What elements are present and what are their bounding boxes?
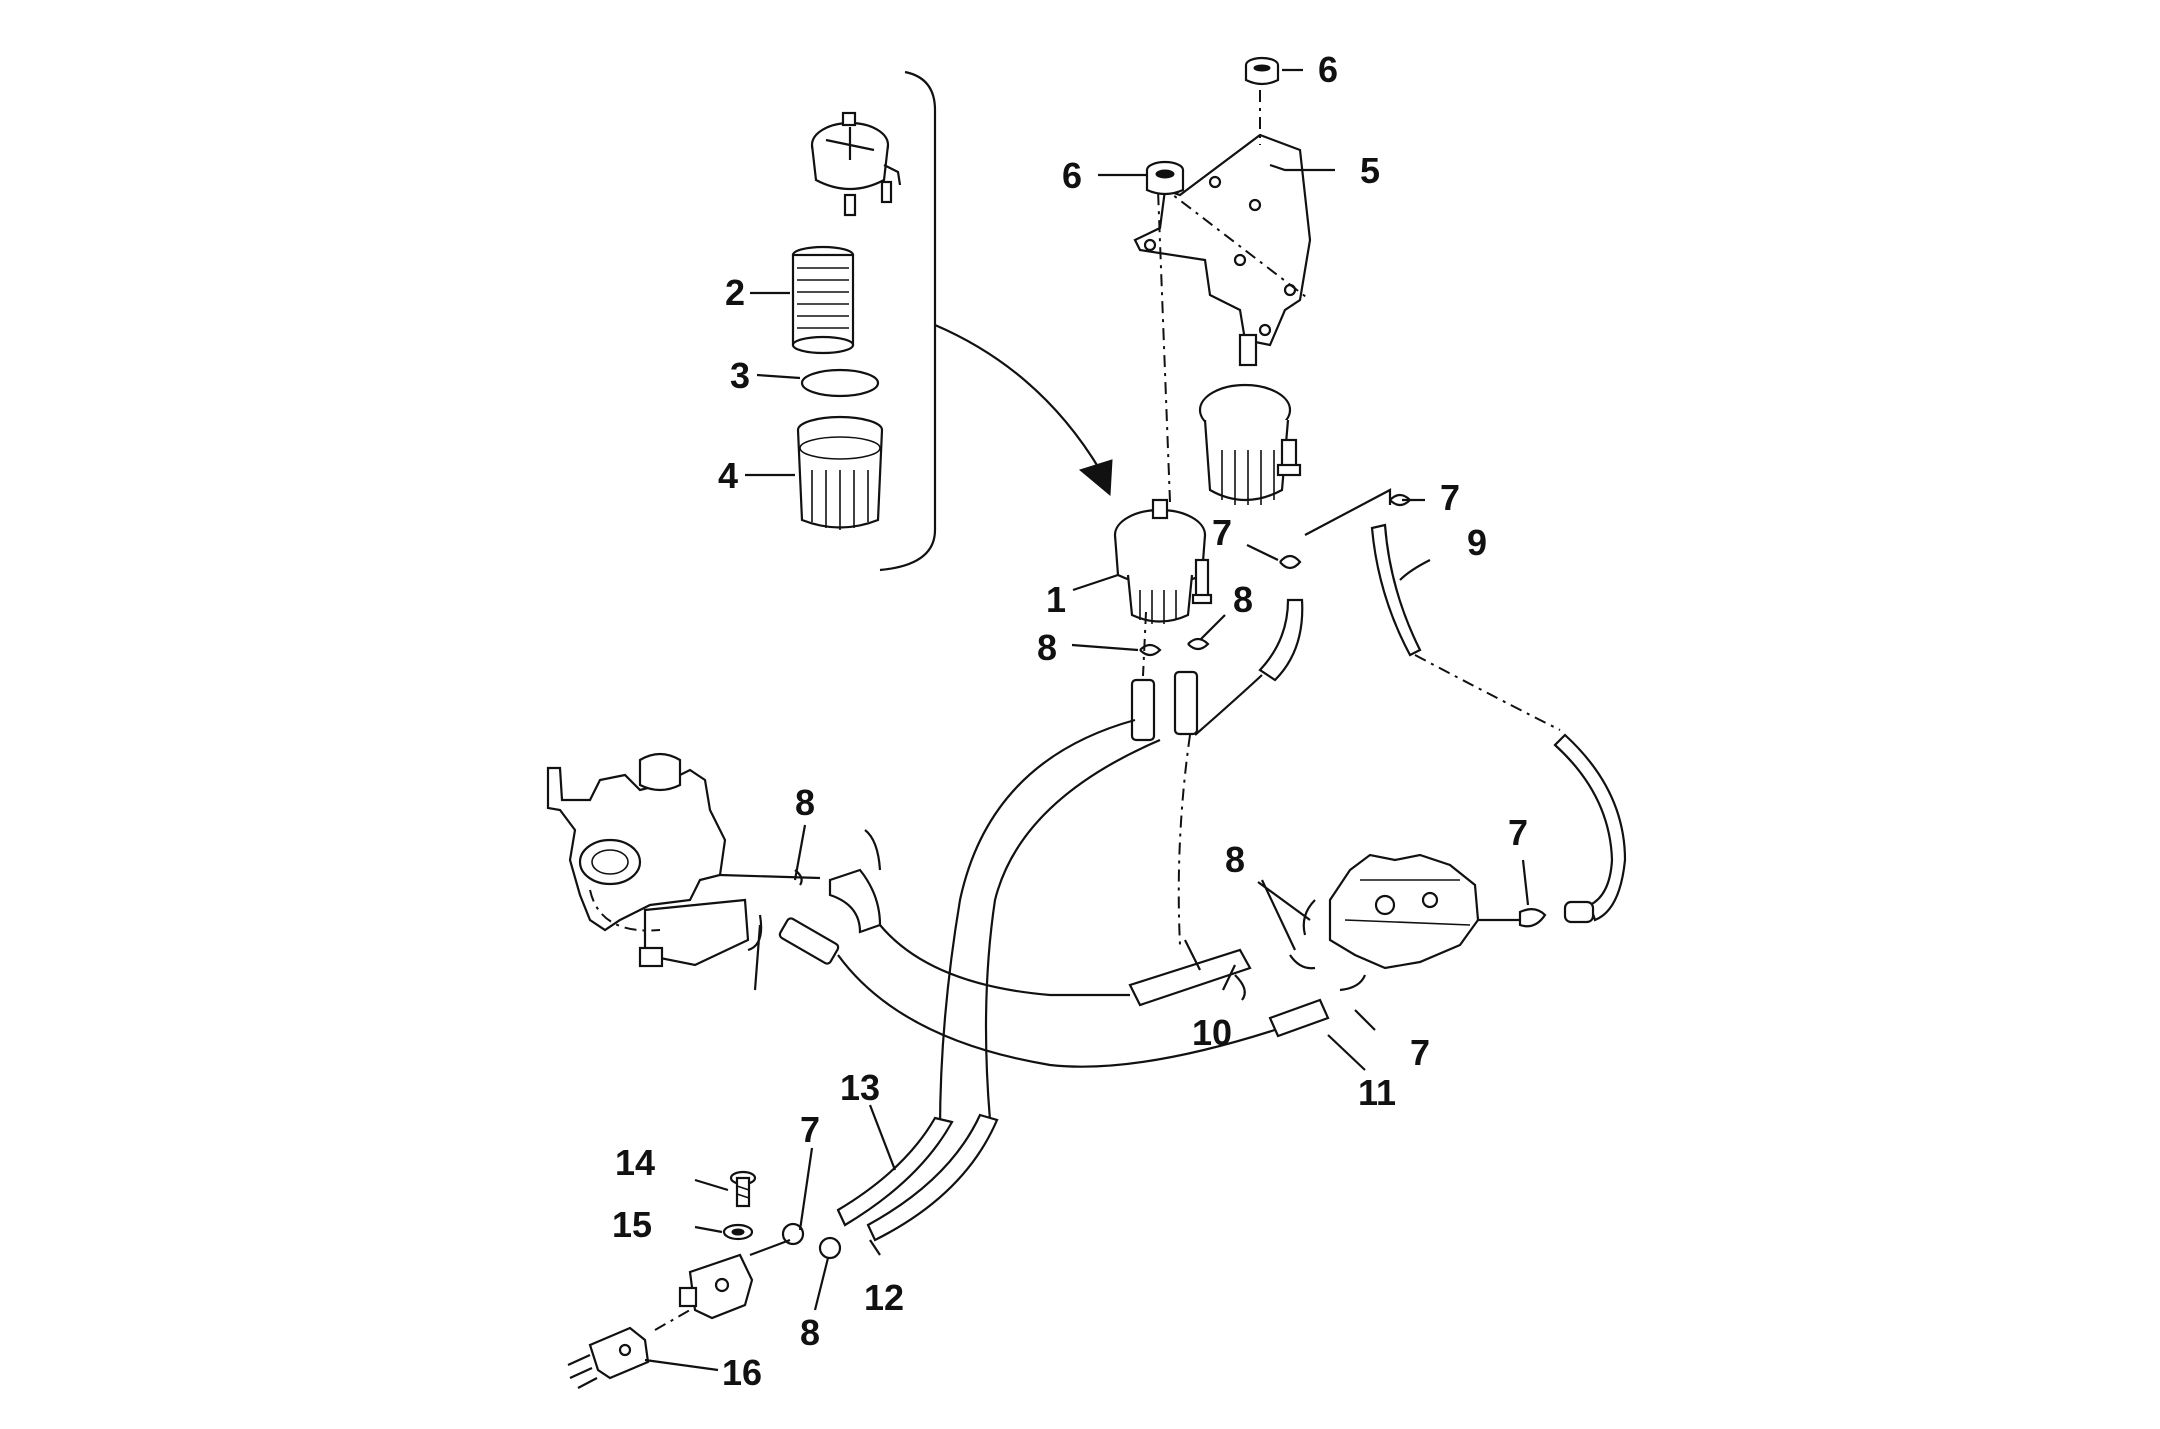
- inset-bracket: [879, 70, 937, 572]
- filter-element-part: [791, 245, 855, 355]
- leader-lines: [644, 68, 1530, 1372]
- nut-top: [1244, 56, 1280, 86]
- arrow-head-icon: [1078, 459, 1113, 497]
- label-1: 1: [1046, 579, 1066, 620]
- label-9: 9: [1467, 522, 1487, 563]
- bolt-14: [729, 1170, 757, 1208]
- clip-8-right: [1187, 637, 1210, 651]
- nut-left: [1145, 160, 1185, 196]
- label-4: 4: [718, 455, 738, 496]
- filter-head-part: [810, 111, 902, 217]
- label-14: 14: [615, 1142, 655, 1183]
- label-11: 11: [1358, 1072, 1396, 1113]
- label-7-mid: 7: [1212, 512, 1232, 553]
- long-hoses: [836, 674, 1263, 1242]
- o-ring-part: [800, 368, 880, 398]
- label-15: 15: [612, 1204, 652, 1245]
- label-6-left: 6: [1062, 155, 1082, 196]
- bottom-connector: [654, 1222, 842, 1331]
- clip-8-left: [1139, 643, 1162, 657]
- label-7-pump: 7: [1508, 812, 1528, 853]
- filter-bowl-part: [796, 415, 884, 530]
- label-8-pump: 8: [1225, 839, 1245, 880]
- bracket-plate: [1133, 133, 1312, 347]
- label-7-bottom: 7: [800, 1109, 820, 1150]
- label-7-top-right: 7: [1440, 477, 1460, 518]
- filter-exploded-inset: [791, 70, 1113, 572]
- label-3: 3: [730, 355, 750, 396]
- clip-7-mid: [1279, 554, 1302, 570]
- filter-assembly-part: [1113, 189, 1213, 624]
- washer-15: [722, 1223, 754, 1241]
- label-12: 12: [864, 1277, 904, 1318]
- carburetor-assembly: [546, 752, 821, 968]
- label-8-upper-left: 8: [1037, 627, 1057, 668]
- fuel-pump: [1289, 853, 1520, 992]
- connector-16: [567, 1326, 650, 1389]
- carburetor-hoses: [747, 829, 1330, 1068]
- pump-clips: [1518, 900, 1595, 928]
- label-10: 10: [1192, 1012, 1232, 1053]
- label-7-pump-bottom: 7: [1410, 1032, 1430, 1073]
- label-13: 13: [840, 1067, 880, 1108]
- label-8-upper-right: 8: [1233, 579, 1253, 620]
- label-6-top: 6: [1318, 49, 1338, 90]
- inset-arrow: [934, 323, 1101, 471]
- label-2: 2: [725, 272, 745, 313]
- label-8-bottom: 8: [800, 1312, 820, 1353]
- upper-filter-assembly: [1198, 333, 1302, 505]
- label-8-carb: 8: [795, 782, 815, 823]
- hose-9: [1304, 488, 1627, 922]
- part-labels: 6 6 5 2 3 4 7 7 9 1 8 8 8 7 8 10 7 11 13…: [612, 49, 1528, 1393]
- label-5: 5: [1360, 150, 1380, 191]
- short-hoses: [1130, 598, 1304, 742]
- label-16: 16: [722, 1352, 762, 1393]
- mounting-bracket: [1133, 90, 1312, 347]
